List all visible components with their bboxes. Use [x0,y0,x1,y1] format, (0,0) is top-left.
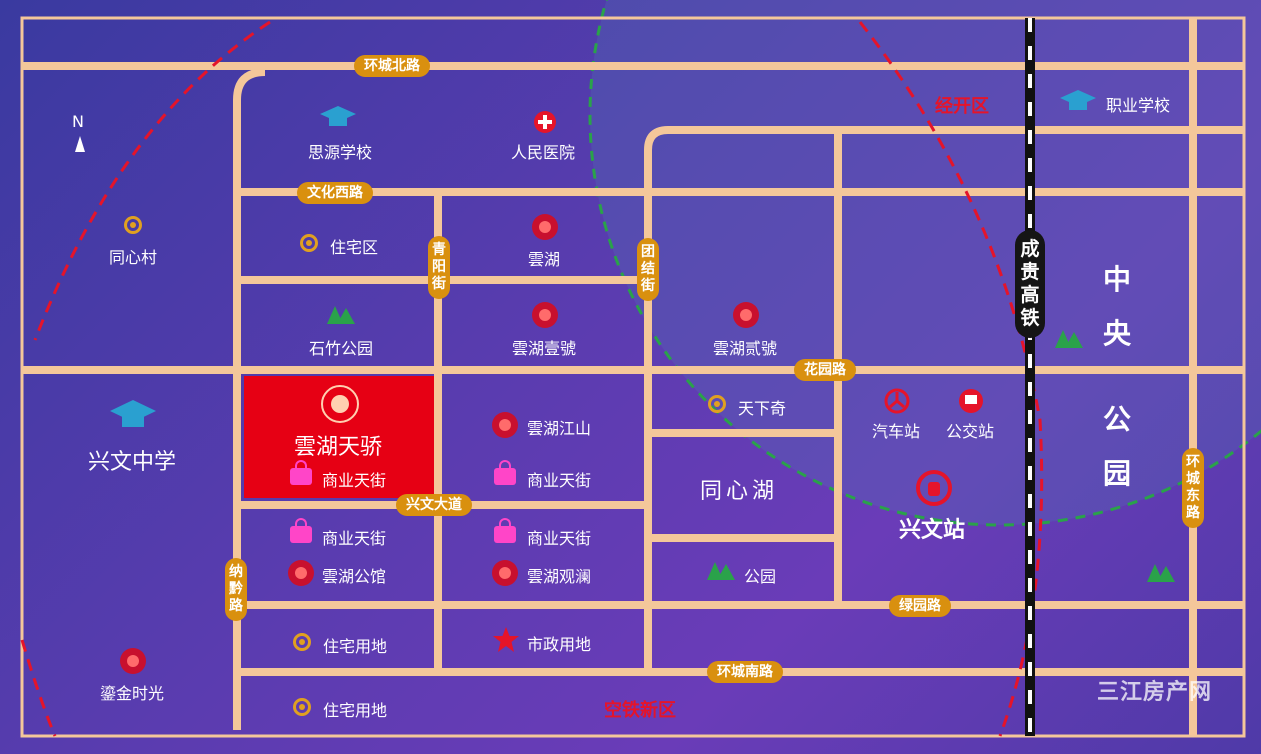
road-south-ring: 环城南路 [707,661,783,683]
road-tuanjie: 团结街 [637,238,659,301]
label-vocational-school: 职业学校 [1106,96,1171,115]
tianjiao-emblem-icon [321,385,359,423]
district-boundaries [20,20,1044,737]
label-bus-station: 汽车站 [872,422,921,441]
road-wenhua-west: 文化西路 [297,182,373,204]
shopping-bag-icon [290,518,312,543]
tree-icon [327,306,355,324]
star-icon [493,627,519,652]
north-arrow-icon [75,136,85,152]
district-airport-rail: 空铁新区 [604,700,676,721]
label-yunhu-gongguan: 雲湖公馆 [322,567,387,586]
yunhu-emblem-icon [492,412,518,438]
location-pin-icon [300,234,318,252]
yunhu-emblem-icon [492,560,518,586]
bus-station-icon [884,388,910,414]
shopping-bag-icon [494,460,516,485]
district-econ-zone: 经开区 [935,96,989,117]
yunhu-emblem-icon [532,214,558,240]
road-naqian: 纳黔路 [225,558,247,621]
label-commercial-4: 商业天街 [527,529,592,548]
train-station-icon [916,470,952,506]
location-pin-icon [293,698,311,716]
road-qingyang: 青阳街 [428,236,450,299]
road-lvyuan: 绿园路 [889,595,951,617]
label-commercial-1: 商业天街 [322,471,387,490]
label-xingwen-middle: 兴文中学 [88,450,177,475]
tree-icon [1055,330,1083,348]
label-tongxin-village: 同心村 [109,248,158,267]
road-east-ring: 环城东路 [1182,448,1204,528]
map-frame [20,16,1246,738]
label-yunhu-2: 雲湖贰號 [713,339,778,358]
yunhu-emblem-icon [733,302,759,328]
label-residential-land-1: 住宅用地 [323,637,388,656]
shopping-bag-icon [494,518,516,543]
label-tianxiaqi: 天下奇 [738,399,787,418]
label-siyuan-school: 思源学校 [308,143,373,162]
graduation-cap-icon [320,106,356,126]
location-pin-icon [124,216,142,234]
label-yunhu-1: 雲湖壹號 [512,339,577,358]
graduation-cap-icon [1060,90,1096,110]
park-char-1: 中 [1103,263,1132,296]
shopping-bag-icon [290,460,312,485]
watermark: 三江房产网 [1097,680,1213,705]
label-residential-land-2: 住宅用地 [323,701,388,720]
road-huayuan: 花园路 [794,359,856,381]
railway-label: 成贵高铁 [1015,230,1045,338]
yunhu-emblem-icon [532,302,558,328]
yunhu-emblem-icon [288,560,314,586]
label-yunhu-tianjiao: 雲湖天骄 [294,435,383,460]
label-peoples-hospital: 人民医院 [511,143,576,162]
tree-icon [707,562,735,580]
zone-circle-green [588,0,1261,527]
label-luxury-time: 鎏金时光 [100,684,165,703]
label-xingwen-station: 兴文站 [899,518,966,543]
label-commercial-2: 商业天街 [527,471,592,490]
label-public-bus: 公交站 [946,422,995,441]
graduation-cap-icon [110,400,156,427]
location-pin-icon [293,633,311,651]
label-shizhu-park: 石竹公园 [309,339,374,358]
label-yunhu-guanlan: 雲湖观澜 [527,567,592,586]
label-tongxin-lake: 同心湖 [700,479,779,504]
park-char-2: 央 [1103,317,1132,350]
label-municipal-land: 市政用地 [527,635,592,654]
park-char-4: 园 [1103,457,1132,490]
label-yunhu-jiangshan: 雲湖江山 [527,419,592,438]
label-park: 公园 [744,567,777,586]
label-commercial-3: 商业天街 [322,529,387,548]
hospital-icon [534,111,556,133]
location-pin-icon [708,395,726,413]
label-residential: 住宅区 [330,238,379,257]
compass-n: N [72,112,84,131]
tree-icon [1147,564,1175,582]
bus-icon [959,389,983,413]
yunhu-emblem-icon [120,648,146,674]
road-xingwen-avenue: 兴文大道 [396,494,472,516]
park-char-3: 公 [1103,403,1132,436]
road-north-ring: 环城北路 [354,55,430,77]
label-yunhu: 雲湖 [528,250,561,269]
